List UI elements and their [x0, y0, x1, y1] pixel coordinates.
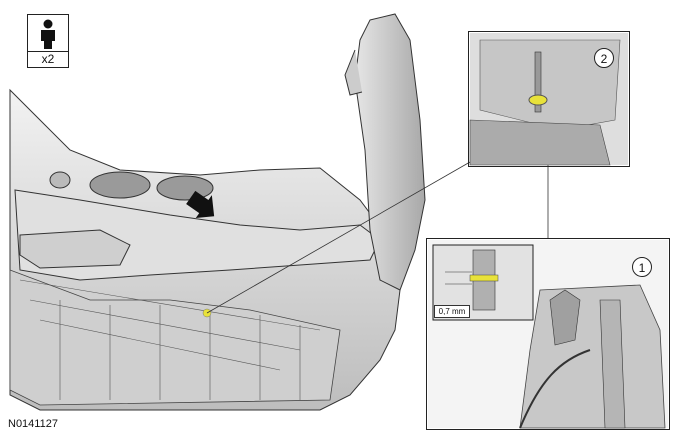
technician-count-label: x2 — [28, 51, 68, 67]
console-lower-frame — [9, 269, 341, 406]
callout-1-art — [428, 240, 668, 429]
figure-id: N0141127 — [8, 418, 58, 430]
callout-box-1 — [426, 238, 670, 430]
console-structure-lines — [19, 279, 321, 400]
technician-count-indicator: x2 — [27, 14, 69, 68]
callout-box-2 — [468, 31, 630, 167]
lid-hinge-edge — [344, 49, 363, 96]
knob — [49, 171, 71, 189]
cupholder-right — [156, 175, 214, 201]
leader-line-2 — [206, 161, 471, 314]
person-icon — [41, 19, 55, 49]
callout-number-1: 1 — [632, 257, 652, 277]
armrest-pad — [19, 229, 131, 269]
measurement-label: 0,7 mm — [434, 305, 470, 318]
callout-number-2: 2 — [594, 48, 614, 68]
locator-arrow — [186, 190, 215, 219]
cupholder-left — [89, 171, 151, 199]
